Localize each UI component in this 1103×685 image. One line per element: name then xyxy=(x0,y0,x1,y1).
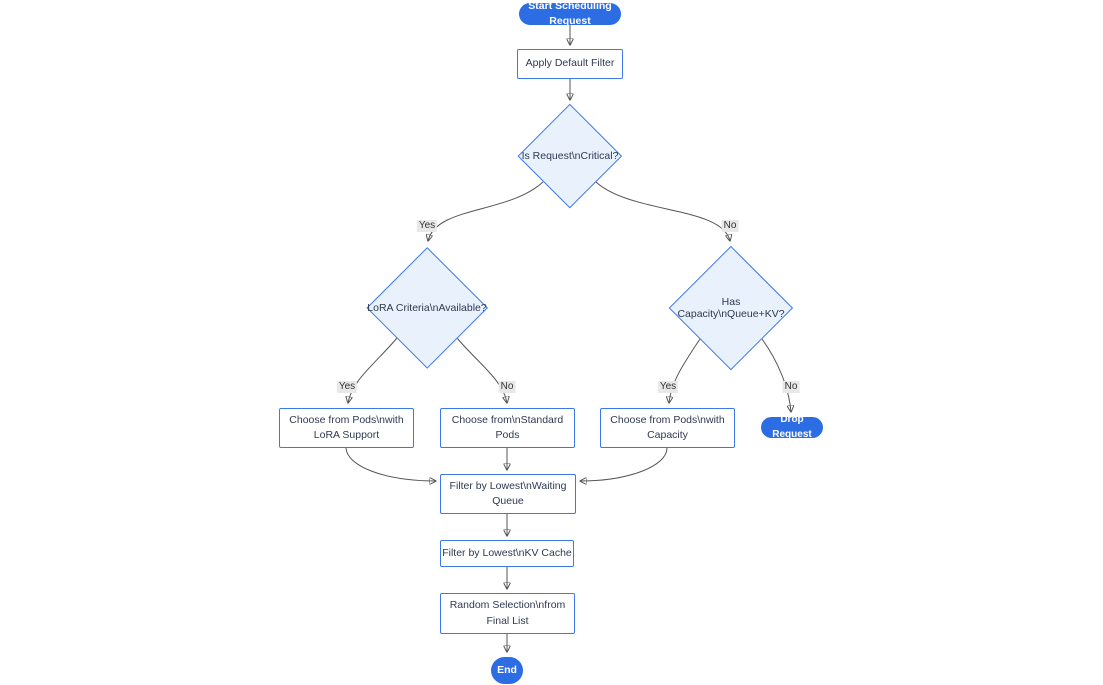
edge-label-capacity-yes: Yes xyxy=(657,381,679,393)
choose-lora-pods-node: Choose from Pods\nwith LoRA Support xyxy=(279,408,414,448)
choose-capacity-pods-label: Choose from Pods\nwith Capacity xyxy=(610,413,724,443)
lora-criteria-label: LoRA Criteria\nAvailable? xyxy=(367,302,487,314)
label-line: Choose from\nStandard xyxy=(451,413,564,426)
label-line: LoRA Support xyxy=(313,429,380,441)
edge-chooselora-to-filter xyxy=(345,447,436,481)
apply-default-filter-node: Apply Default Filter xyxy=(517,49,623,79)
label-line: Queue xyxy=(492,495,524,507)
has-capacity-decision: Has Capacity\nQueue+KV? xyxy=(668,245,794,371)
drop-request-label: Drop Request xyxy=(772,414,812,440)
choose-standard-pods-node: Choose from\nStandard Pods xyxy=(440,408,575,448)
edge-capacity-yes xyxy=(669,338,701,403)
edge-label-lora-yes: Yes xyxy=(336,381,358,393)
start-node-label: Start Scheduling Request xyxy=(528,0,612,27)
label-line: Choose from Pods\nwith xyxy=(289,413,404,426)
has-capacity-label: Has Capacity\nQueue+KV? xyxy=(677,296,785,320)
edge-capacity-no xyxy=(761,338,791,412)
filter-waiting-queue-node: Filter by Lowest\nWaiting Queue xyxy=(440,474,576,514)
label-line: Capacity xyxy=(647,429,688,441)
edge-lora-no xyxy=(456,337,507,403)
edge-label-capacity-no: No xyxy=(782,381,800,393)
random-selection-node: Random Selection\nfrom Final List xyxy=(440,593,575,634)
lora-criteria-decision: LoRA Criteria\nAvailable? xyxy=(365,246,489,370)
choose-standard-pods-label: Choose from\nStandard Pods xyxy=(452,413,563,443)
edge-label-critical-yes: Yes xyxy=(416,220,438,232)
filter-kv-cache-label: Filter by Lowest\nKV Cache xyxy=(442,546,572,559)
choose-capacity-pods-node: Choose from Pods\nwith Capacity xyxy=(600,408,735,448)
is-critical-label: Is Request\nCritical? xyxy=(521,150,619,162)
drop-request-node: Drop Request xyxy=(761,414,823,440)
edge-capacitypods-to-filter xyxy=(580,447,668,481)
start-node: Start Scheduling Request xyxy=(519,0,621,27)
end-node-label: End xyxy=(497,663,517,676)
edge-label-critical-no: No xyxy=(721,220,739,232)
filter-kv-cache-node: Filter by Lowest\nKV Cache xyxy=(440,540,574,567)
filter-waiting-queue-label: Filter by Lowest\nWaiting Queue xyxy=(450,479,567,509)
random-selection-label: Random Selection\nfrom Final List xyxy=(450,598,566,628)
label-line: Choose from Pods\nwith xyxy=(610,413,725,426)
label-line: Filter by Lowest\nWaiting xyxy=(449,479,567,492)
edge-lora-yes xyxy=(348,337,398,403)
edge-label-lora-no: No xyxy=(498,381,516,393)
label-line: Pods xyxy=(495,429,520,441)
label-line: Random Selection\nfrom xyxy=(449,599,566,612)
choose-lora-pods-label: Choose from Pods\nwith LoRA Support xyxy=(289,413,403,443)
end-node: End xyxy=(491,657,523,684)
is-critical-decision: Is Request\nCritical? xyxy=(517,103,623,209)
label-line: Final List xyxy=(486,614,529,627)
apply-default-filter-label: Apply Default Filter xyxy=(525,57,615,70)
